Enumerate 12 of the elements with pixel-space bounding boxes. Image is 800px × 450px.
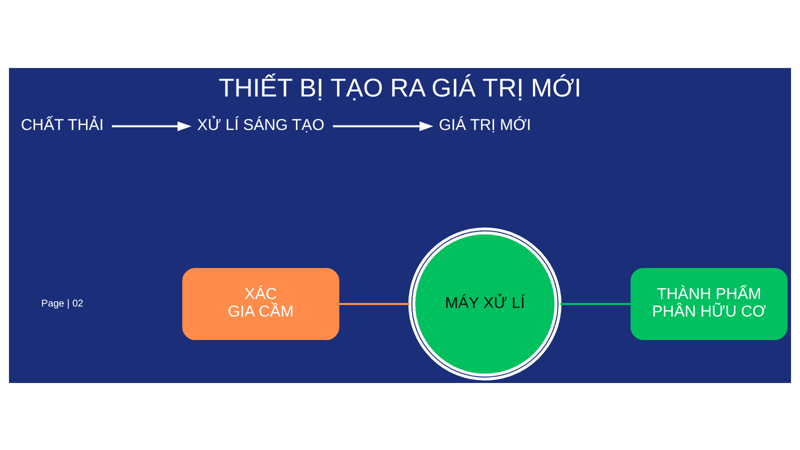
node-box: THÀNH PHẨM PHÂN HỮU CƠ [630, 267, 788, 340]
node-box: XÁC GIA CẦM [182, 267, 340, 340]
node-text: CHẤT THẢI [20, 116, 104, 134]
node-circle: MÁY XỬ LÍ [408, 226, 562, 380]
arrow [332, 120, 434, 131]
connector [560, 302, 631, 304]
arrow [112, 120, 192, 131]
diagram-title: THIẾT BỊ TẠO RA GIÁ TRỊ MỚI [218, 74, 582, 102]
node-text: GIÁ TRỊ MỚI [438, 116, 531, 134]
label: Page | 02 [41, 298, 84, 309]
connector [338, 302, 410, 304]
node-text: XỬ LÍ SÁNG TẠO [197, 116, 324, 134]
